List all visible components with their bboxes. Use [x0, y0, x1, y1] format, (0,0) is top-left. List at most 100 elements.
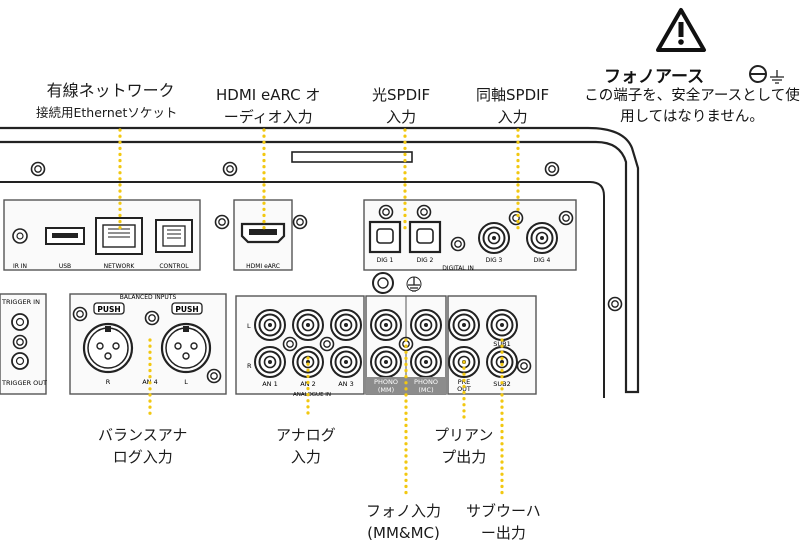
label-dig4: DIG 4 [534, 257, 551, 264]
phono-mc-r [410, 346, 442, 378]
callout-analog-line1: アナログ [276, 426, 336, 444]
callout-coax: 同軸SPDIF 入力 [476, 84, 549, 128]
label-row-l: L [247, 322, 251, 330]
panel-screw [378, 204, 394, 220]
callout-optical-line1: 光SPDIF [372, 86, 431, 104]
label-bal-r: R [106, 378, 111, 386]
callout-preamp-line1: プリアン [434, 426, 494, 444]
callout-network: 有線ネットワーク 接続用Ethernetソケット [36, 80, 177, 124]
phono-mm-r [370, 346, 402, 378]
trigger-out-jack [11, 352, 29, 370]
label-network: NETWORK [104, 263, 136, 270]
callout-preamp-line2: プ出力 [441, 448, 487, 466]
push-label-l: PUSH [175, 305, 198, 314]
warning-body: この端子を、安全アースとして使用してはなりません。 [584, 88, 800, 125]
control-port [155, 219, 193, 253]
ground-symbol-icon [408, 277, 420, 292]
chassis-screw [222, 161, 238, 177]
callout-network-line1: 有線ネットワーク [46, 81, 175, 100]
panel-screw [12, 334, 28, 350]
coax-input-dig4 [526, 222, 558, 254]
callout-balanced-line2: ログ入力 [112, 448, 173, 466]
label-an3: AN 3 [338, 380, 354, 388]
callout-optical: 光SPDIF 入力 [372, 84, 430, 128]
label-dig2: DIG 2 [417, 257, 434, 264]
analog-an3-r [330, 346, 362, 378]
label-an1: AN 1 [262, 380, 278, 388]
label-phono-mc-2: (MC) [418, 386, 433, 394]
pre-out-l [448, 309, 480, 341]
label-trigger-in: TRIGGER IN [1, 298, 40, 306]
trigger-in-jack [11, 313, 29, 331]
panel-screw [72, 306, 88, 322]
label-trigger-out: TRIGGER OUT [1, 379, 47, 387]
callout-balanced-line1: バランスアナ [98, 426, 188, 444]
callout-subwoofer-line2: ー出力 [480, 524, 526, 542]
label-hdmi-earc: HDMI eARC [246, 263, 280, 270]
callout-phono-line1: フォノ入力 [366, 502, 442, 520]
callout-preamp: プリアン プ出力 [434, 424, 493, 468]
callout-analog: アナログ 入力 [276, 424, 336, 468]
panel-screw [292, 214, 308, 230]
label-phono-mm-2: (MM) [378, 386, 394, 394]
chassis-outline [0, 126, 640, 394]
chassis-screw [544, 161, 560, 177]
push-label-r: PUSH [97, 305, 120, 314]
label-usb: USB [59, 263, 71, 270]
warning-title: フォノアース [604, 67, 705, 87]
label-digital-in: DIGITAL IN [442, 265, 474, 272]
ir-in-jack [12, 228, 28, 244]
chassis-screw [607, 296, 623, 312]
label-dig1: DIG 1 [377, 257, 394, 264]
label-phono-mm-1: PHONO [374, 378, 398, 386]
panel-screw [282, 336, 298, 352]
label-row-r: R [247, 362, 252, 370]
callout-hdmi-line2: ーディオ入力 [223, 108, 313, 126]
analog-an1-l [254, 309, 286, 341]
label-balanced-inputs: BALANCED INPUTS [120, 294, 177, 301]
analog-an1-r [254, 346, 286, 378]
coax-input-dig3 [478, 222, 510, 254]
callout-hdmi-line1: HDMI eARC オ [216, 86, 321, 104]
callout-subwoofer-line1: サブウーハ [466, 502, 541, 520]
label-phono-mc-1: PHONO [414, 378, 438, 386]
optical-input-2 [408, 220, 442, 254]
ground-symbol-icon [770, 70, 784, 84]
phono-mc-l [410, 309, 442, 341]
leader-lines [118, 128, 520, 500]
panel-screw [558, 210, 574, 226]
panel-screw [450, 236, 466, 252]
callout-analog-line2: 入力 [290, 448, 321, 466]
analog-an2-l [292, 309, 324, 341]
callout-balanced: バランスアナ ログ入力 [98, 424, 187, 468]
callout-hdmi: HDMI eARC オ ーディオ入力 [216, 84, 320, 128]
panel-screw [214, 214, 230, 230]
xlr-input-r [82, 322, 134, 374]
callout-coax-line2: 入力 [497, 108, 528, 126]
sub1-out [486, 309, 518, 341]
panel-screw [319, 336, 335, 352]
label-pre-out-2: OUT [457, 385, 471, 393]
callout-subwoofer: サブウーハ ー出力 [466, 500, 541, 544]
analog-an2-r [292, 346, 324, 378]
label-dig3: DIG 3 [486, 257, 503, 264]
panel-screw [416, 204, 432, 220]
callout-network-line2: 接続用Ethernetソケット [36, 105, 178, 120]
label-control: CONTROL [159, 263, 189, 270]
chassis-screw [30, 161, 46, 177]
label-analogue-in: ANALOGUE IN [293, 392, 331, 398]
label-ir-in: IR IN [13, 263, 27, 270]
callout-coax-line1: 同軸SPDIF [476, 86, 550, 104]
panel-screw [516, 358, 532, 374]
callout-phono-line2: (MM&MC) [367, 524, 440, 542]
panel-screw [206, 368, 222, 384]
phono-mm-l [370, 309, 402, 341]
label-bal-l: L [184, 378, 188, 386]
callout-optical-line2: 入力 [386, 108, 417, 126]
panel-screw [144, 310, 160, 326]
analog-an3-l [330, 309, 362, 341]
phono-ground-terminal [372, 272, 394, 294]
xlr-input-l [160, 322, 212, 374]
callout-phono: フォノ入力 (MM&MC) [366, 500, 441, 544]
